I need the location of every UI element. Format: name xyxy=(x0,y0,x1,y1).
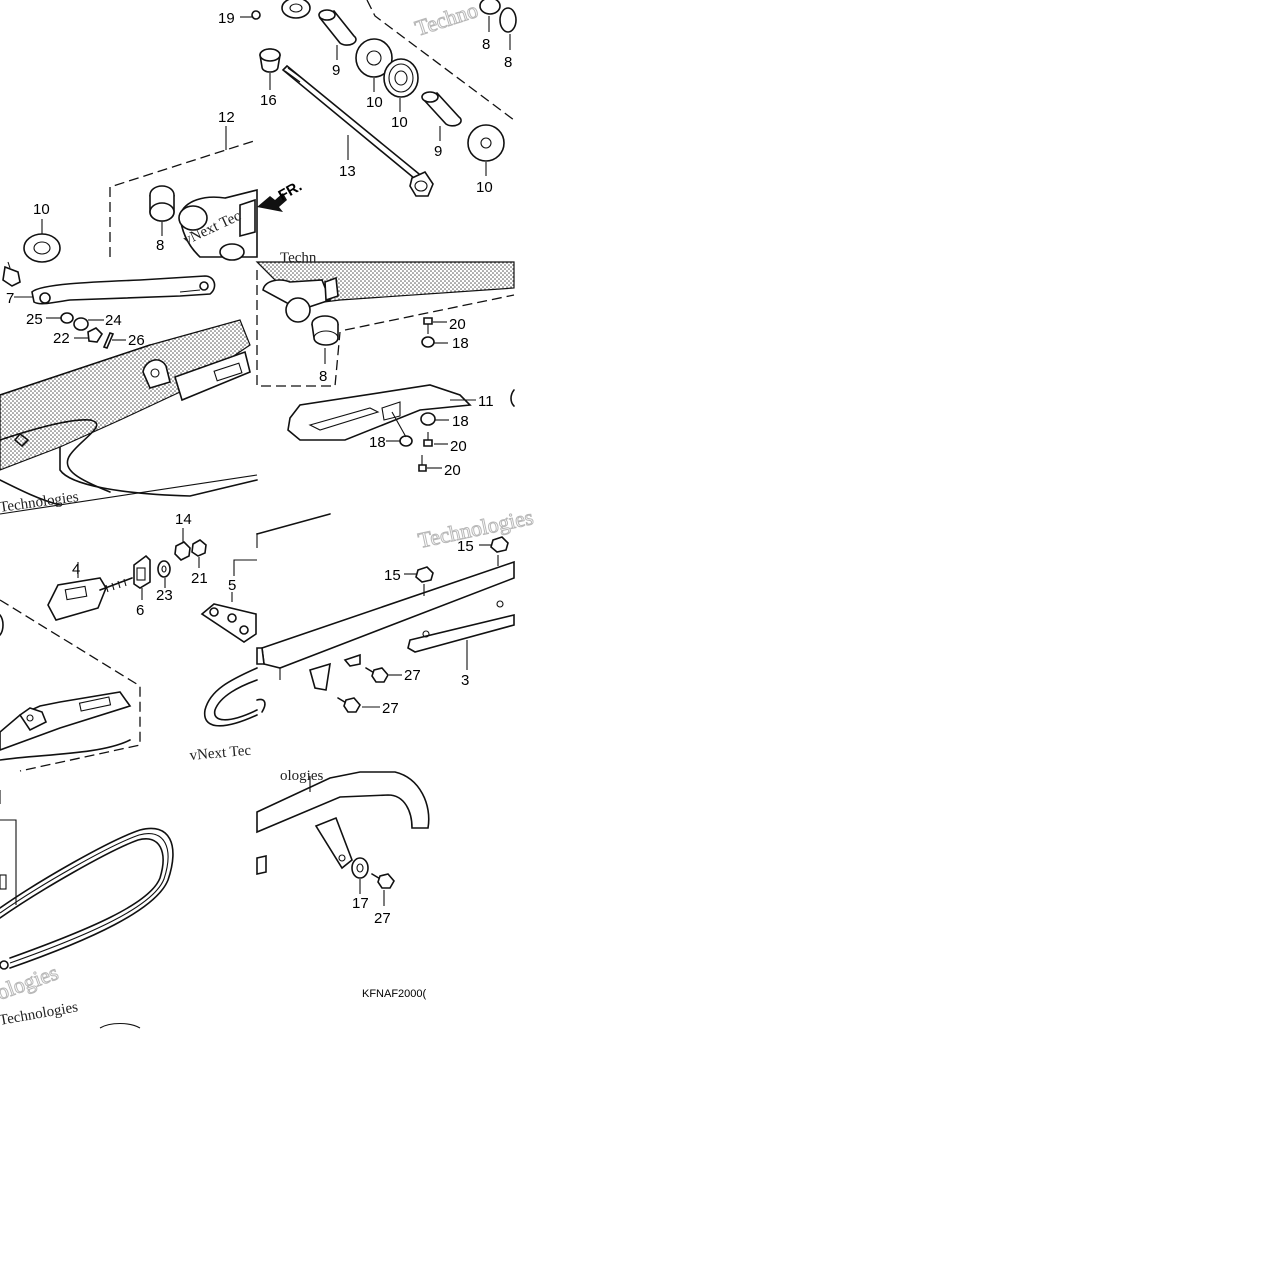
callout-10: 10 xyxy=(476,179,493,196)
callout-24: 24 xyxy=(105,312,122,329)
callout-20: 20 xyxy=(449,316,466,333)
callout-5: 5 xyxy=(228,577,236,594)
watermark: Technologies xyxy=(0,489,80,516)
callout-20: 20 xyxy=(444,462,461,479)
bolt-27 xyxy=(371,873,395,889)
bearing-10 xyxy=(355,38,393,78)
callout-18: 18 xyxy=(369,434,386,451)
callout-4: 4 xyxy=(72,561,80,578)
callout-15: 15 xyxy=(457,538,474,555)
collar-9 xyxy=(318,9,357,46)
callout-8: 8 xyxy=(319,368,327,385)
callout-27: 27 xyxy=(382,700,399,717)
tile-top-middle: 16 13 9 10 10 xyxy=(259,0,517,197)
callout-12: 12 xyxy=(218,109,235,126)
callout-19: 19 xyxy=(218,10,235,27)
watermark: ologies xyxy=(280,768,323,784)
callout-9: 9 xyxy=(434,143,442,160)
callout-23: 23 xyxy=(156,587,173,604)
chain-case-rear xyxy=(256,771,430,875)
callout-18: 18 xyxy=(452,413,469,430)
drive-chain xyxy=(0,827,174,970)
callout-6: 6 xyxy=(136,602,144,619)
callout-16: 16 xyxy=(260,92,277,109)
callout-11: 11 xyxy=(478,393,494,410)
watermark: Technologies xyxy=(0,999,79,1029)
bushing-8 xyxy=(149,185,175,222)
screw-20 xyxy=(423,317,433,334)
tile-middle-middle: 8 11 20 18 18 20 18 20 xyxy=(255,250,515,479)
watermark: ologies xyxy=(0,959,61,1004)
callout-10: 10 xyxy=(33,201,50,218)
callout-17: 17 xyxy=(352,895,369,912)
callout-3: 3 xyxy=(461,672,469,689)
callout-7: 7 xyxy=(6,290,14,307)
tile-lower-middle: 17 27 ologies KFNAF2000( xyxy=(256,768,430,1000)
callout-20: 20 xyxy=(450,438,467,455)
callout-8: 8 xyxy=(504,54,512,71)
chain-adjuster-4 xyxy=(47,577,133,621)
tile-lower-left: ologies Technologies xyxy=(0,790,174,1029)
diagram-code: KFNAF2000( xyxy=(362,988,427,1000)
master-link-5 xyxy=(200,592,257,643)
pivot-bolt-13 xyxy=(281,64,434,197)
tile-bottom-middle: 3 15 15 27 27 Technologies xyxy=(256,504,536,717)
callout-27: 27 xyxy=(404,667,421,684)
callout-25: 25 xyxy=(26,311,43,328)
bolt-27 xyxy=(337,697,361,713)
tile-bottom-left: 4 6 23 14 21 5 xyxy=(0,511,258,772)
chain-slide-3 xyxy=(407,600,515,653)
callout-15: 15 xyxy=(384,567,401,584)
callout-14: 14 xyxy=(175,511,192,528)
callout-13: 13 xyxy=(339,163,356,180)
watermark: vNext Tec xyxy=(189,743,252,764)
bearing-10 xyxy=(383,58,419,98)
front-arrow: FR. xyxy=(257,178,305,212)
callout-8: 8 xyxy=(156,237,164,254)
callout-21: 21 xyxy=(191,570,208,587)
bushing-8 xyxy=(311,315,339,346)
watermark: Techno xyxy=(412,0,481,41)
callout-9: 9 xyxy=(332,62,340,79)
tile-top-left: 19 12 8 10 FR. vNext Tec xyxy=(23,10,305,263)
watermark: Techn xyxy=(280,250,317,266)
callout-10: 10 xyxy=(391,114,408,131)
callout-18: 18 xyxy=(452,335,469,352)
callout-22: 22 xyxy=(53,330,70,347)
chain-case xyxy=(256,560,515,691)
callout-27: 27 xyxy=(374,910,391,927)
chain-slider-11 xyxy=(287,384,472,441)
bearing-10 xyxy=(467,124,505,162)
callout-8: 8 xyxy=(482,36,490,53)
collar-9 xyxy=(421,91,462,127)
watermark: Technologies xyxy=(416,504,536,553)
callout-10: 10 xyxy=(366,94,383,111)
bolt-27 xyxy=(365,667,389,683)
callout-26: 26 xyxy=(128,332,145,349)
